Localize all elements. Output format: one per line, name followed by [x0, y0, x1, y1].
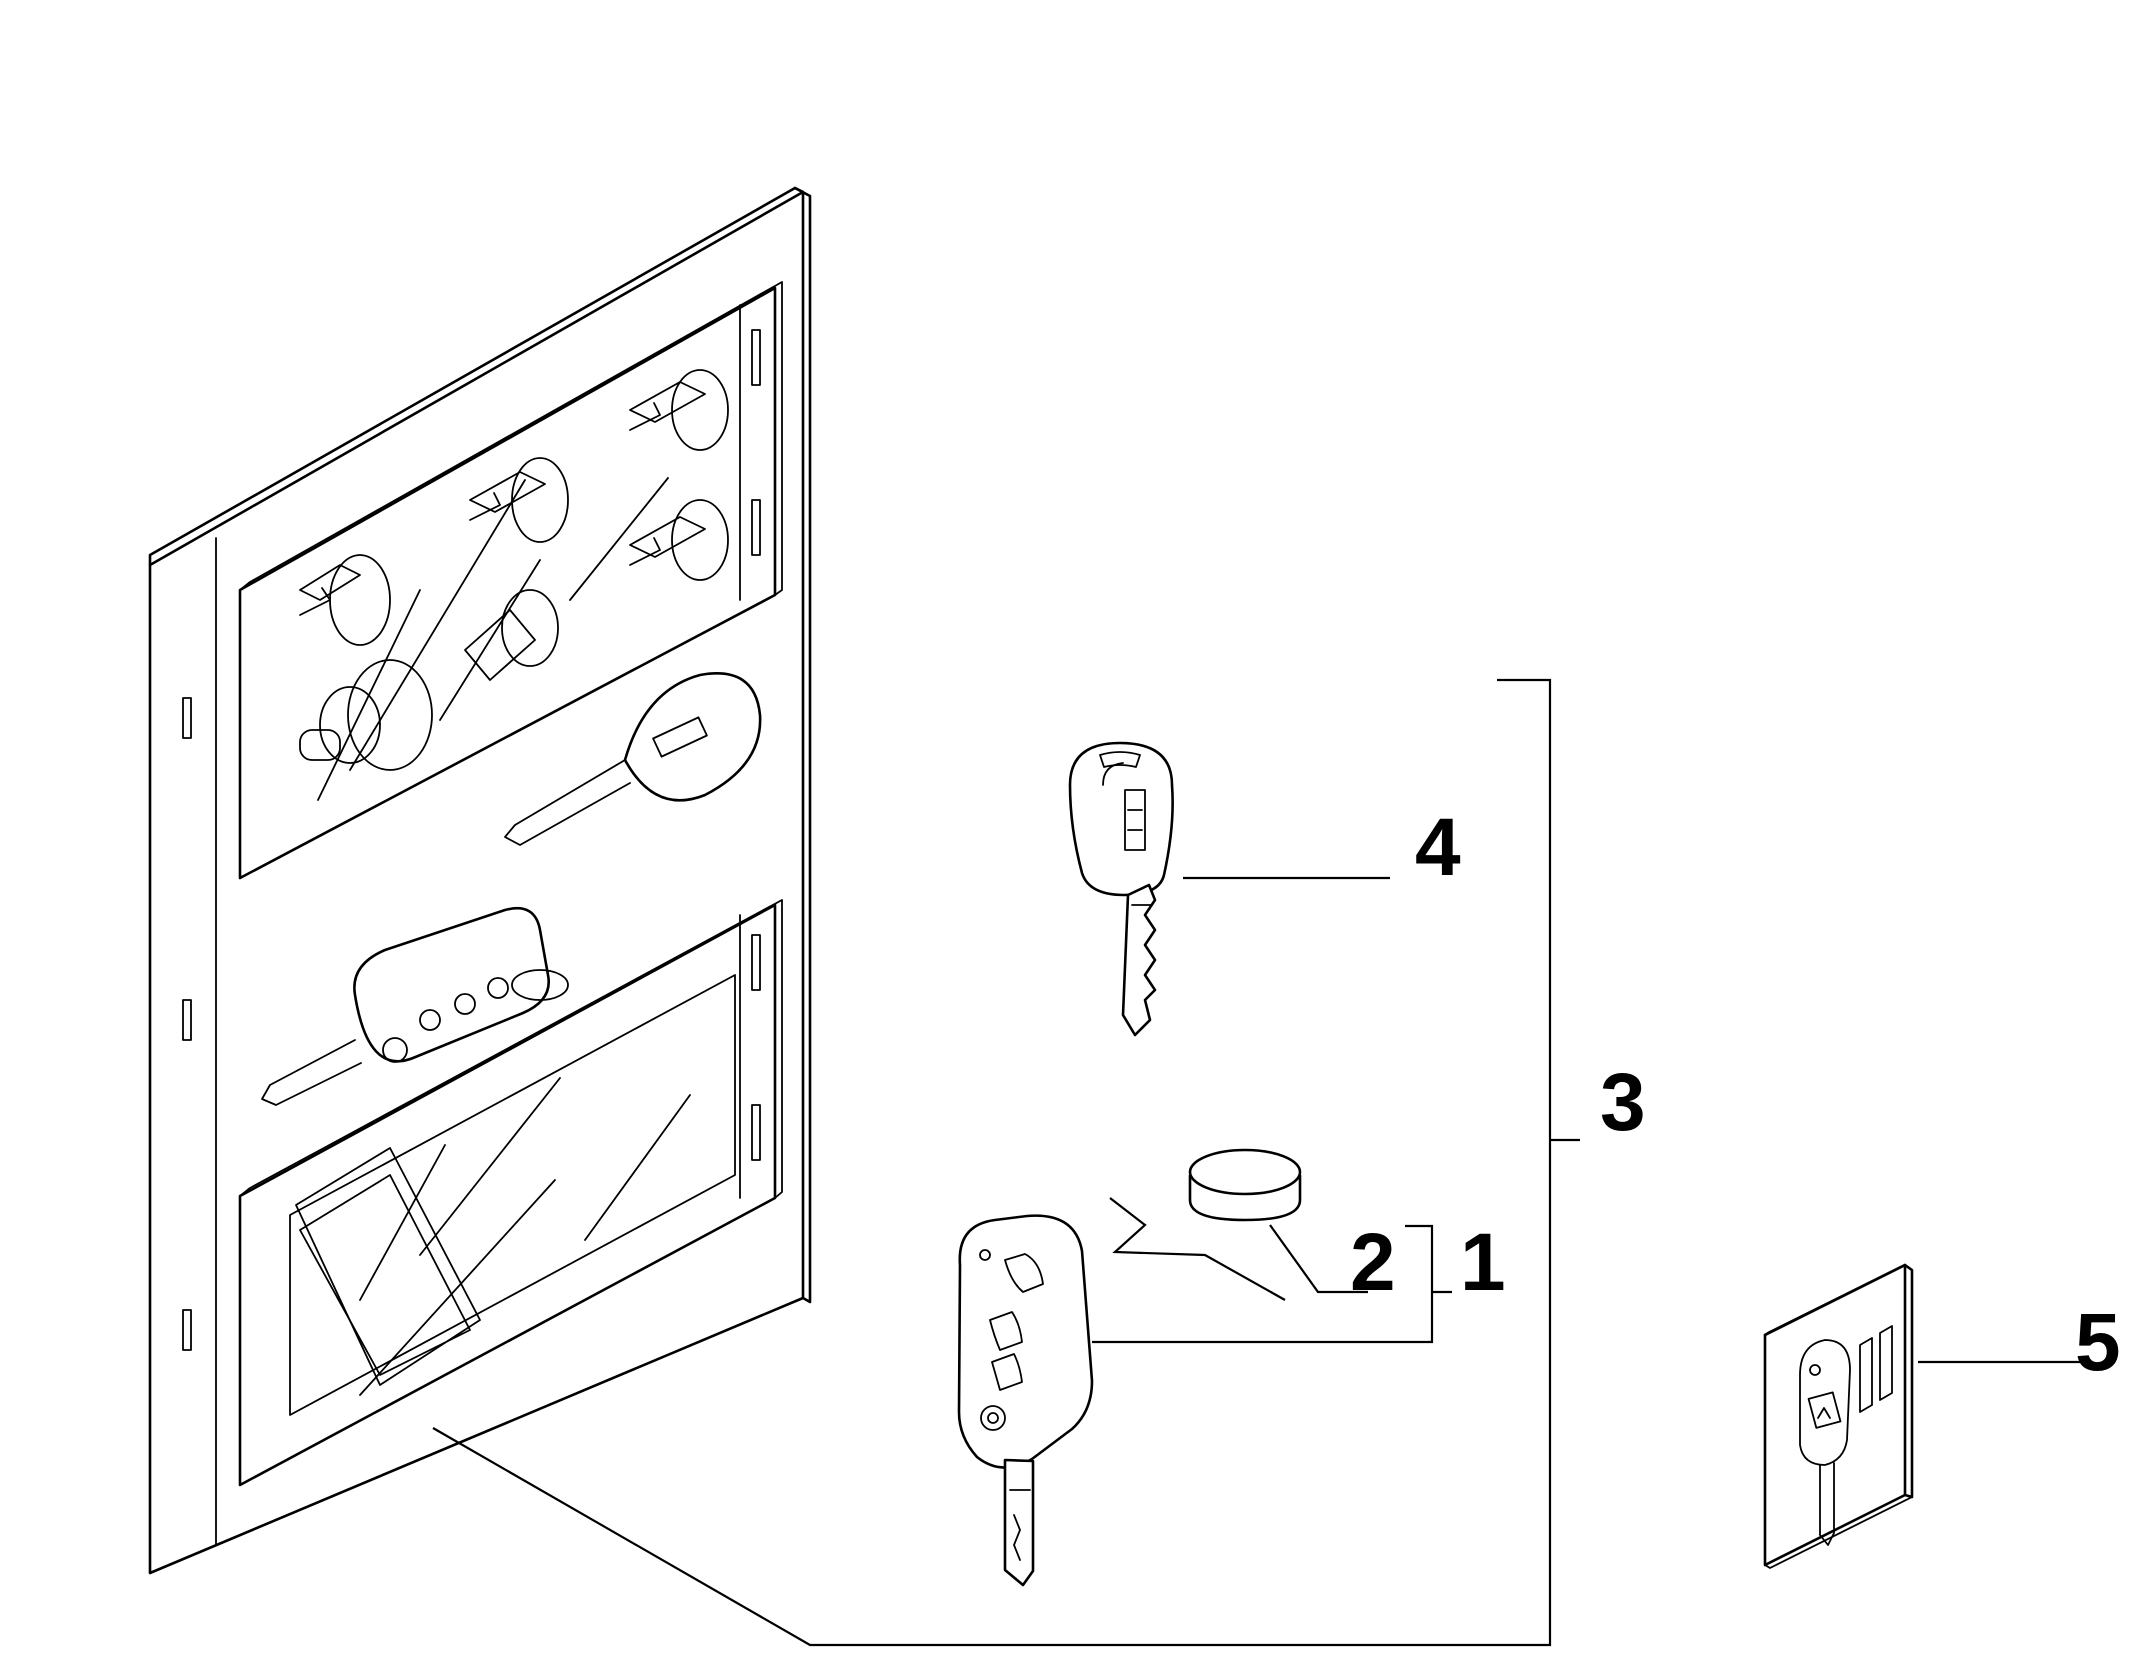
door-lock-icon — [464, 589, 559, 681]
lower-display-panel — [238, 899, 783, 1487]
callout-labels: 4 3 2 1 5 — [1350, 802, 2121, 1388]
callout-3: 3 — [1600, 1057, 1646, 1148]
callout-5: 5 — [2075, 1297, 2121, 1388]
board-flip-key-icon — [261, 906, 569, 1106]
flip-key-remote-icon — [957, 1214, 1094, 1587]
code-card-icon — [1763, 1263, 1914, 1569]
lock-cylinder-panel — [238, 281, 783, 880]
lock-cylinder-icon — [629, 499, 729, 581]
lock-cylinder-icon — [629, 369, 729, 451]
leader-lines — [432, 678, 2085, 1647]
lock-cylinder-icon — [299, 554, 391, 646]
remote-key-head-icon — [1068, 741, 1174, 1037]
battery-cell-icon — [1188, 1148, 1302, 1222]
callout-4: 4 — [1415, 802, 1461, 893]
panel-key-icon — [504, 672, 762, 846]
key-display-board — [148, 186, 812, 1575]
ignition-lock-icon — [299, 659, 433, 771]
callout-1: 1 — [1460, 1217, 1506, 1308]
callout-2: 2 — [1350, 1217, 1396, 1308]
